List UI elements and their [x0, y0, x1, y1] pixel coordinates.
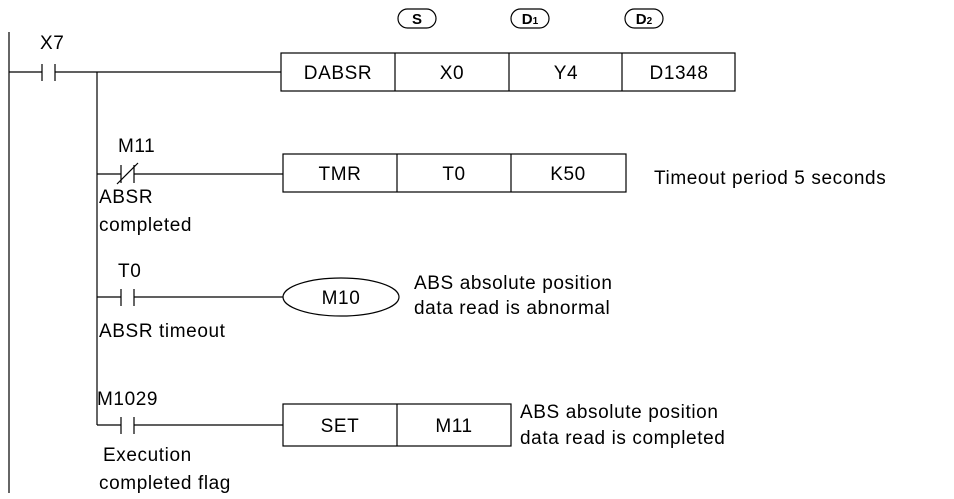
cell-t0: T0 — [442, 164, 465, 185]
contact-note-m11-line2: completed — [99, 215, 192, 236]
svg-text:D2: D2 — [636, 11, 653, 28]
cell-x0: X0 — [440, 63, 464, 84]
contact-note-m11-line1: ABSR — [99, 187, 153, 208]
cell-k50: K50 — [550, 164, 586, 185]
instruction-dabsr — [280, 52, 736, 92]
comment-timeout: Timeout period 5 seconds — [654, 168, 886, 189]
cell-y4: Y4 — [554, 63, 578, 84]
coil-label-m10: M10 — [322, 288, 361, 309]
cell-dabsr: DABSR — [304, 63, 372, 84]
contact-note-t0: ABSR timeout — [99, 321, 226, 342]
comment-complete-line2: data read is completed — [520, 428, 725, 449]
cell-set: SET — [321, 416, 360, 437]
contact-label-m11: M11 — [118, 136, 155, 157]
contact-t0 — [97, 289, 135, 306]
contact-note-m1029-line2: completed flag — [99, 473, 231, 494]
contact-label-m1029: M1029 — [97, 389, 158, 410]
instruction-tmr — [282, 153, 627, 193]
instruction-set — [282, 403, 512, 447]
comment-complete-line1: ABS absolute position — [520, 402, 719, 423]
cell-m11: M11 — [435, 416, 472, 437]
contact-m11-normally-closed — [97, 162, 139, 185]
contact-note-m1029-line1: Execution — [103, 445, 192, 466]
contact-label-t0: T0 — [118, 261, 141, 282]
operand-header-d1: D1 — [510, 8, 550, 29]
contact-x7 — [9, 64, 56, 81]
comment-abnormal-line2: data read is abnormal — [414, 298, 610, 319]
svg-text:D1: D1 — [522, 11, 539, 28]
coil-m10 — [282, 277, 400, 317]
operand-header-s: S — [397, 8, 437, 29]
contact-m1029 — [97, 417, 135, 434]
cell-tmr: TMR — [319, 164, 362, 185]
cell-d1348: D1348 — [650, 63, 709, 84]
svg-text:S: S — [412, 11, 422, 28]
operand-header-d2: D2 — [624, 8, 664, 29]
contact-label-x7: X7 — [40, 33, 64, 54]
comment-abnormal-line1: ABS absolute position — [414, 273, 613, 294]
